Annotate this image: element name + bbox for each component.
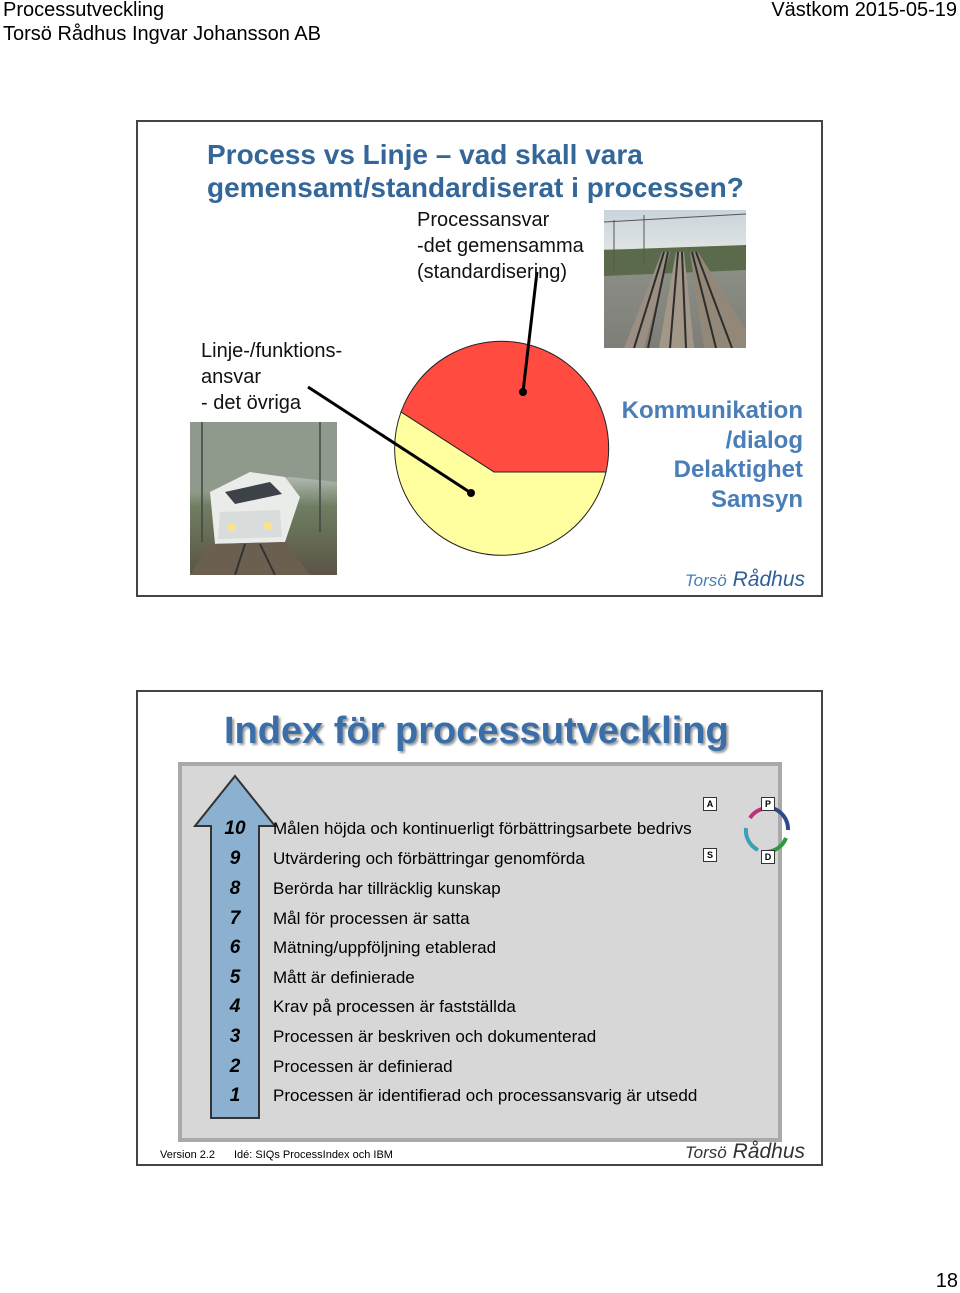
railway-tracks-photo: [604, 210, 746, 348]
slide-process-vs-linje: Process vs Linje – vad skall vara gemens…: [136, 120, 823, 597]
level-row: 5 Mått är definierade: [182, 963, 778, 993]
level-row: 2 Processen är definierad: [182, 1052, 778, 1082]
slide1-title-line2: gemensamt/standardiserat i processen?: [207, 171, 744, 204]
pdca-p-label: P: [761, 797, 775, 811]
process-ownership-label: Processansvar -det gemensamma (standardi…: [417, 207, 584, 285]
page-number: 18: [936, 1270, 958, 1293]
keywords-list: Kommunikation /dialog Delaktighet Samsyn: [622, 396, 803, 514]
document-title: Processutveckling: [3, 0, 164, 21]
slide1-title-line1: Process vs Linje – vad skall vara: [207, 138, 643, 171]
slide2-title: Index för processutveckling: [224, 710, 729, 753]
level-row: 10 Målen höjda och kontinuerligt förbätt…: [182, 814, 778, 844]
index-panel: A P S D 10 Målen höjda och kontinuerligt…: [178, 762, 782, 1142]
slide-index-processutveckling: Index för processutveckling A P S D 10 M…: [136, 690, 823, 1166]
line-ownership-label: Linje-/funktions- ansvar - det övriga: [201, 338, 342, 416]
level-row: 9 Utvärdering och förbättringar genomför…: [182, 844, 778, 874]
document-date: Västkom 2015-05-19: [771, 0, 957, 21]
torso-radhus-logo: Torsö Rådhus: [685, 1140, 805, 1164]
level-row: 6 Mätning/uppföljning etablerad: [182, 933, 778, 963]
level-row: 4 Krav på processen är fastställda: [182, 992, 778, 1022]
torso-radhus-logo: Torsö Rådhus: [685, 568, 805, 592]
version-label: Version 2.2: [160, 1149, 215, 1161]
pdca-a-label: A: [703, 797, 717, 811]
document-subtitle: Torsö Rådhus Ingvar Johansson AB: [3, 23, 321, 45]
level-row: 3 Processen är beskriven och dokumentera…: [182, 1022, 778, 1052]
train-photo: [190, 422, 337, 575]
idea-credit: Idé: SIQs ProcessIndex och IBM: [234, 1149, 393, 1161]
level-row: 8 Berörda har tillräcklig kunskap: [182, 874, 778, 904]
level-row: 7 Mål för processen är satta: [182, 904, 778, 934]
level-row: 1 Processen är identifierad och processa…: [182, 1081, 778, 1111]
